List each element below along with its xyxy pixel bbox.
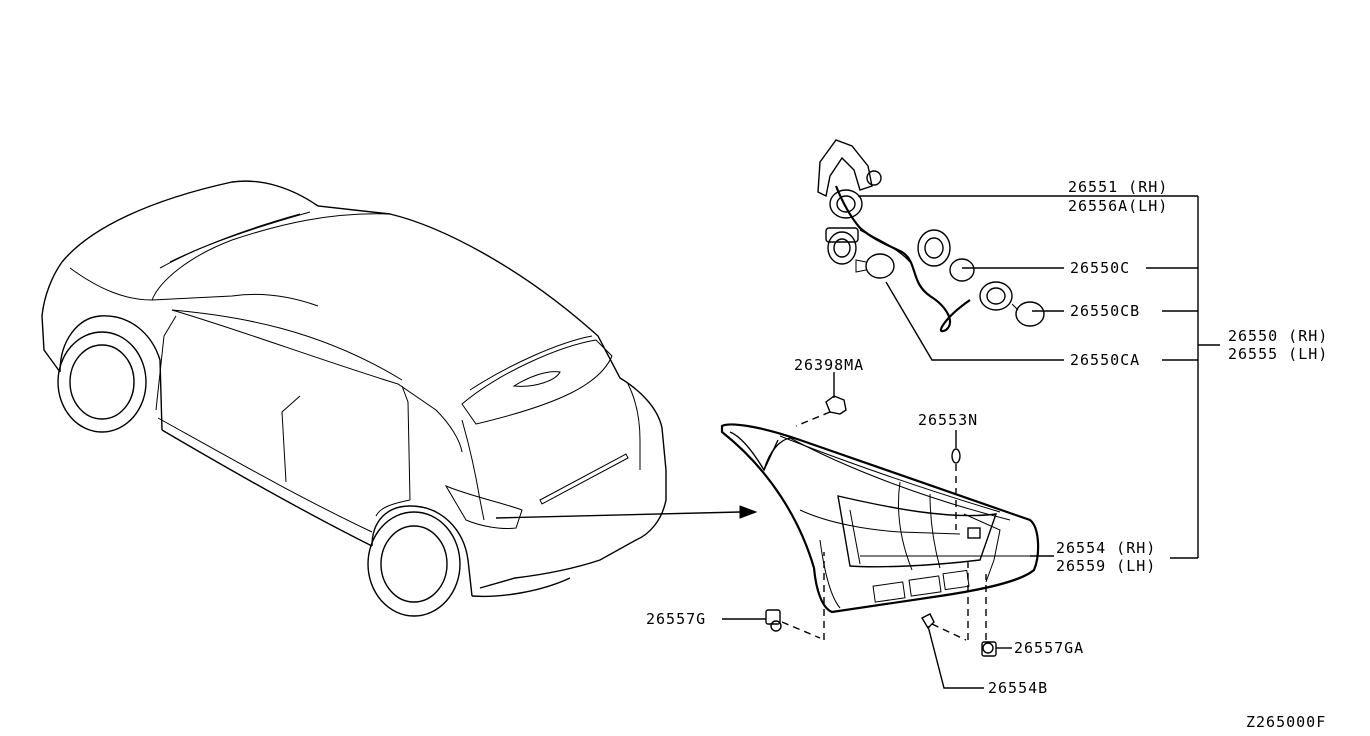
label-26550C: 26550C — [1070, 259, 1130, 277]
label-26554: 26554 (RH) — [1056, 539, 1156, 557]
car-illustration — [41, 180, 667, 617]
label-26550: 26550 (RH) — [1228, 327, 1328, 345]
label-26550CB: 26550CB — [1070, 302, 1140, 320]
label-26553N: 26553N — [918, 411, 978, 429]
part-labels: 26551 (RH) 26556A(LH) 26550C 26550CB 265… — [646, 178, 1328, 731]
label-26556A: 26556A(LH) — [1068, 197, 1168, 215]
tail-lamp-assembly — [720, 423, 1040, 614]
label-26551: 26551 (RH) — [1068, 178, 1168, 196]
label-26557GA: 26557GA — [1014, 639, 1084, 657]
label-26398MA: 26398MA — [794, 356, 864, 374]
bulb-harness — [817, 139, 1045, 333]
leader-lines — [722, 195, 1220, 689]
diagram-code: Z265000F — [1246, 713, 1326, 731]
label-26555: 26555 (LH) — [1228, 345, 1328, 363]
fasteners — [765, 395, 997, 657]
label-26557G: 26557G — [646, 610, 706, 628]
label-26554B: 26554B — [988, 679, 1048, 697]
label-26559: 26559 (LH) — [1056, 557, 1156, 575]
label-26550CA: 26550CA — [1070, 351, 1140, 369]
pointer-arrow — [495, 505, 758, 519]
